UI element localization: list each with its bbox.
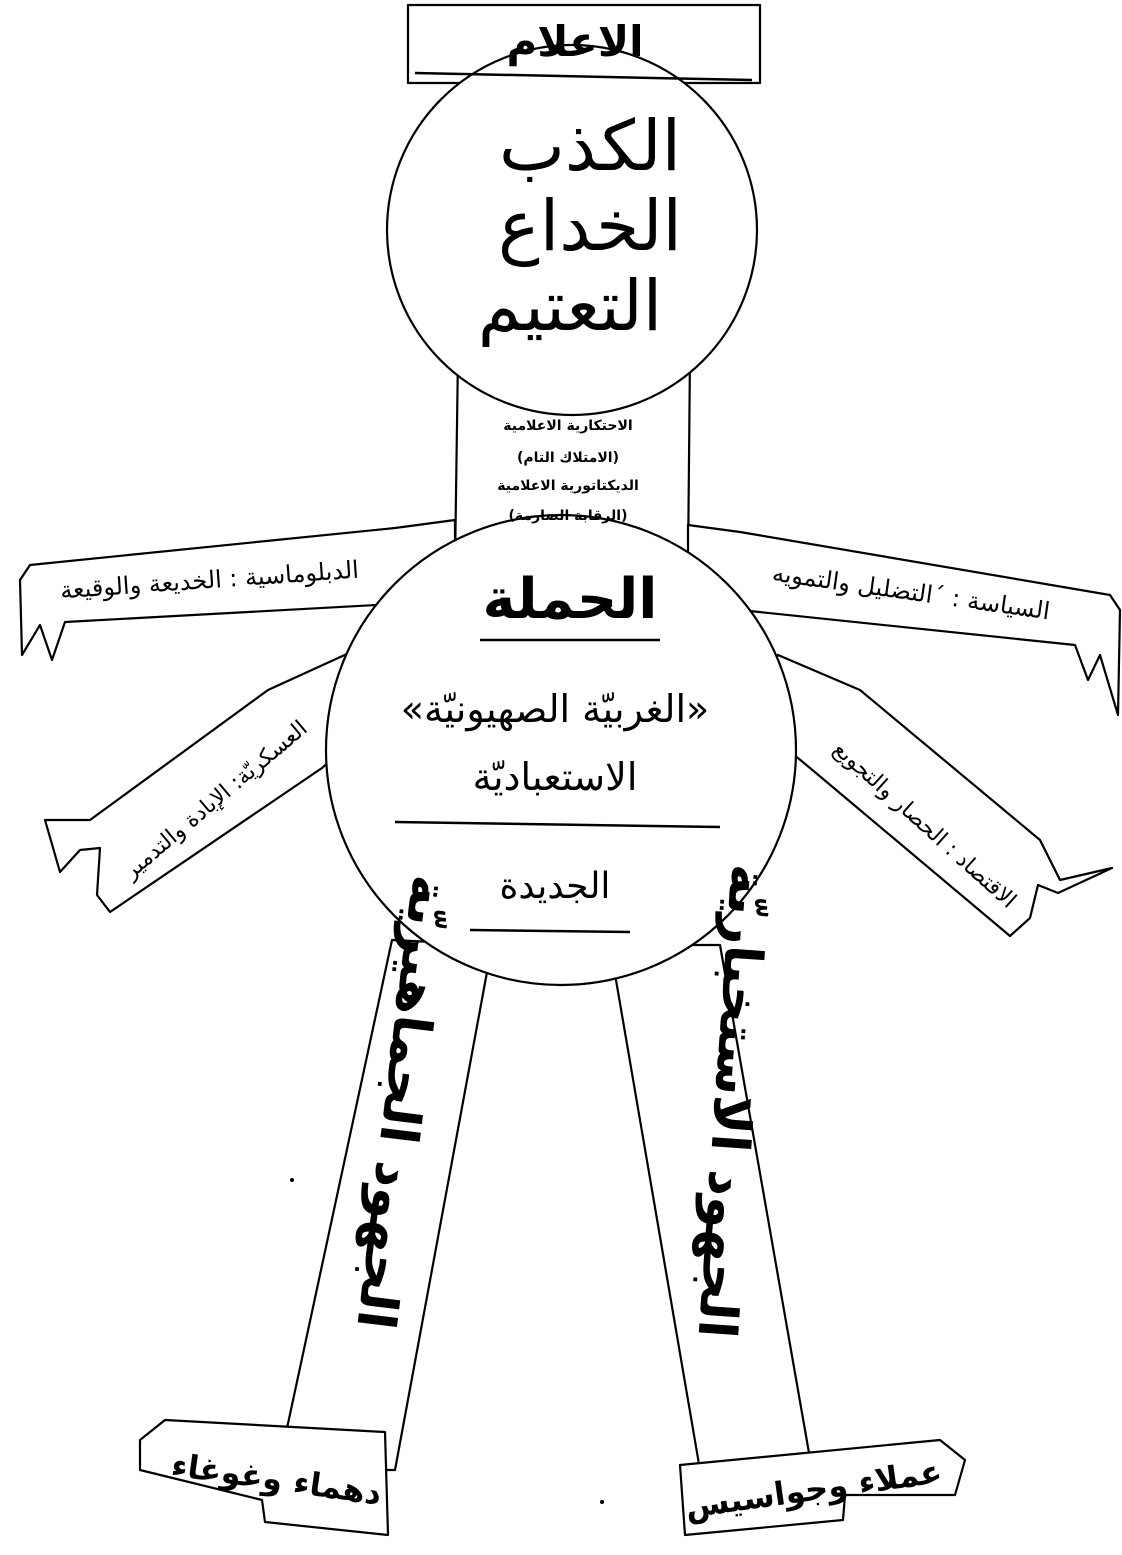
neck-line-4: (الرقابة الصارمة) <box>509 508 628 524</box>
head-divider-line <box>414 71 753 82</box>
body-line-western-zionist: «الغربيّة الصهيونيّة» <box>401 687 710 732</box>
head-line-lies: الكذب <box>499 105 681 187</box>
neck-line-1: الاحتكارية الاعلامية <box>503 418 632 434</box>
right-foot-shape-body <box>678 1438 967 1537</box>
body-circle <box>324 513 798 987</box>
lower-right-arm-shape <box>738 653 1114 938</box>
body-line-new: الجديدة <box>500 866 611 907</box>
left-foot-shape-body <box>138 1418 390 1537</box>
stray-dot <box>290 1178 294 1182</box>
head-line-deception: الخداع <box>498 185 682 267</box>
stray-dot <box>600 1500 604 1504</box>
head-line-blackout: التعتيم <box>478 265 663 347</box>
body-line-enslaving: الاستعباديّة <box>473 755 638 799</box>
head-circle <box>385 43 759 417</box>
neck-line-2: (الامتلاك التام) <box>517 450 619 466</box>
neck-line-3: الديكتاتورية الاعلامية <box>497 478 639 494</box>
head-top-label: الاعلام <box>506 17 643 67</box>
body-bottom-underline <box>469 928 631 934</box>
body-title: الحملة <box>483 567 658 632</box>
body-middle-divider <box>394 820 721 829</box>
